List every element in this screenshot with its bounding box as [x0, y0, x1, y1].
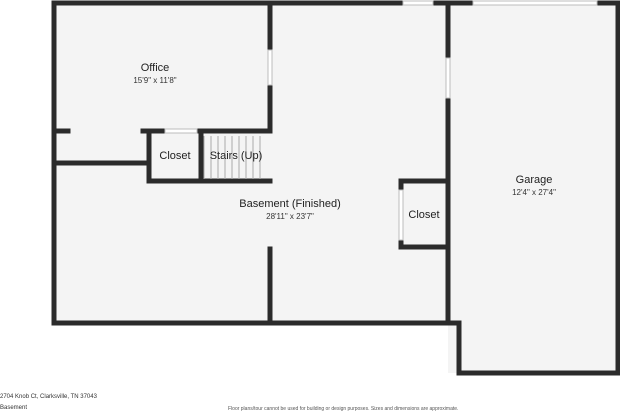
garage-door	[472, 0, 598, 6]
garage-passage	[445, 57, 451, 99]
basement-dims: 28'11" x 23'7"	[266, 212, 314, 221]
garage-dims: 12'4" x 27'4"	[512, 188, 556, 197]
office-dims: 15'9" x 11'8"	[133, 76, 176, 85]
office-window	[267, 49, 273, 86]
walls	[51, 0, 620, 376]
stair-treads	[203, 136, 261, 179]
footer-address: 2704 Knob Ct, Clarksville, TN 37043	[0, 394, 97, 400]
garage-floor-area	[448, 3, 618, 373]
right-closet-door	[398, 189, 404, 241]
closet-right-name: Closet	[408, 209, 439, 221]
closet-door	[164, 128, 198, 134]
basement-name: Basement (Finished)	[239, 198, 341, 210]
closet-left-name: Closet	[159, 150, 190, 162]
office-name: Office	[141, 62, 170, 74]
top-window	[402, 0, 434, 6]
openings	[164, 0, 598, 241]
footer-disclaimer: Floor plans/tour cannot be used for buil…	[228, 406, 459, 412]
stairs-name: Stairs (Up)	[210, 150, 263, 162]
footer-level: Basement	[0, 405, 28, 411]
garage-name: Garage	[516, 174, 553, 186]
